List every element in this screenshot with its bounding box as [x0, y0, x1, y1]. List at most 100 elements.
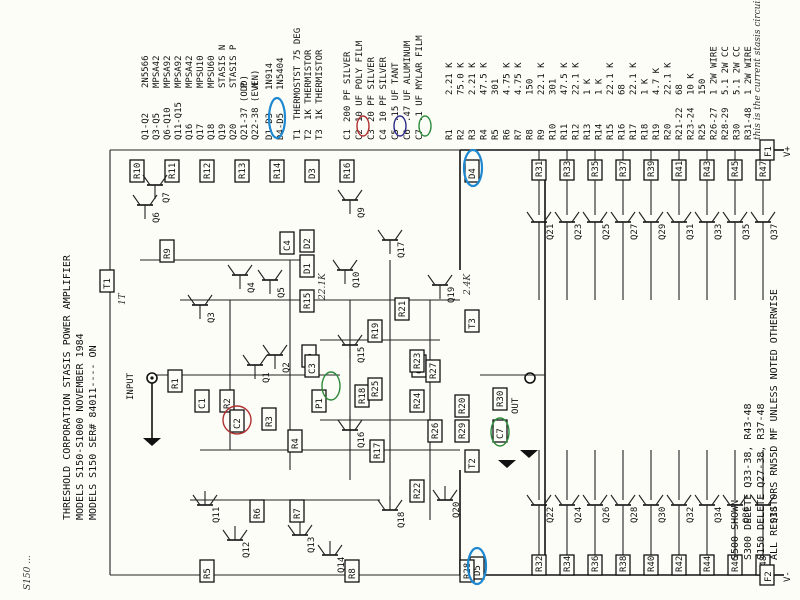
transistor-q10: Q10: [332, 259, 362, 288]
part-r8-label: R8: [348, 568, 358, 579]
transistor-q2-label: Q2: [282, 362, 292, 373]
part-r4: R4: [287, 429, 303, 453]
part-r6: R6: [249, 499, 265, 523]
res-ref-0: R1: [445, 129, 455, 140]
res-val-4: 301: [491, 79, 501, 95]
part-r26-label: R26: [431, 423, 441, 439]
diode-val-1: 1N5404: [276, 57, 286, 90]
resistor-r39: R39: [643, 159, 659, 181]
part-r17: R17: [369, 439, 385, 463]
part-r17-label: R17: [373, 443, 383, 459]
transistor-q12-label: Q12: [242, 542, 252, 558]
semis-val-1: MPSA42: [152, 55, 162, 88]
resistor-r33-label: R33: [563, 161, 573, 177]
res-val-0: 2.21 K: [445, 62, 455, 95]
cap-val-5: .47 UF ALUMINUM: [403, 40, 413, 122]
transistor-q6-label: Q6: [152, 212, 162, 223]
part-r3-label: R3: [265, 416, 275, 427]
resistor-r35-label: R35: [591, 161, 601, 177]
resistor-r31-label: R31: [535, 161, 545, 177]
parts-list: Q1-Q22N5566Q3-Q5MPSA42Q6-Q10MPSA92Q11-Q1…: [141, 28, 754, 140]
transistor-q38-label: Q38: [770, 507, 780, 523]
part-d3-label: D3: [308, 168, 318, 179]
res-val-7: 150: [526, 79, 536, 95]
resistor-r34: R34: [559, 554, 575, 576]
transistor-q19-label: Q19: [447, 287, 457, 303]
res-val-2: 2.21 K: [468, 62, 478, 95]
part-r13: R13: [234, 159, 250, 183]
part-r25: R25: [367, 377, 383, 401]
part-r20: R20: [454, 394, 470, 418]
part-r10-label: R10: [133, 163, 143, 179]
res-ref-17: R18: [641, 124, 651, 140]
output-label: OUT: [511, 397, 521, 414]
res-val-8: 22.1 K: [537, 62, 547, 95]
semis-ref-4: Q16: [185, 124, 195, 140]
diode-val-0: 1N914: [265, 63, 275, 90]
transistor-q16-label: Q16: [357, 432, 367, 448]
part-d4-label: D4: [468, 168, 478, 179]
transistor-q36: Q36: [722, 494, 752, 523]
transistor-q25-label: Q25: [602, 224, 612, 240]
part-d3: D3: [304, 159, 320, 183]
part-r22: R22: [409, 479, 425, 503]
resistor-r43-label: R43: [703, 161, 713, 177]
transistor-q4-label: Q4: [247, 282, 257, 293]
res-val-6: 4.75 K: [514, 62, 524, 95]
transistor-q23: Q23: [554, 211, 584, 240]
transistor-q11-label: Q11: [212, 507, 222, 523]
part-c3-label: C3: [308, 363, 318, 374]
note-line-4: ALL RESISTORS RN55D MF UNLESS NOTED OTHE…: [769, 289, 780, 560]
transistor-q4: Q4: [227, 264, 257, 293]
part-r10: R10: [129, 159, 145, 183]
part-t3-label: T3: [468, 318, 478, 329]
resistor-r34-label: R34: [563, 556, 573, 572]
part-r24-label: R24: [413, 393, 423, 409]
res-ref-4: R5: [491, 129, 501, 140]
resistor-r40-label: R40: [647, 556, 657, 572]
title-line-2: MODELS S150-S1000 NOVEMBER 1984: [75, 333, 86, 520]
transistor-q9-label: Q9: [357, 207, 367, 218]
transistor-q34-label: Q34: [714, 507, 724, 523]
handwritten-t1-note: 1T: [118, 292, 128, 305]
res-val-11: 22.1 K: [572, 62, 582, 95]
semis-val-0: 2N5566: [141, 55, 151, 88]
resistor-r42-label: R42: [675, 556, 685, 572]
transistor-q29: Q29: [638, 211, 668, 240]
resistor-r31: R31: [531, 159, 547, 181]
transistor-q20-label: Q20: [452, 502, 462, 518]
cap-val-6: .1 UF MYLAR FILM: [415, 35, 425, 122]
part-d1: D1: [299, 254, 315, 278]
part-r30-label: R30: [496, 391, 506, 407]
part-r14-label: R14: [273, 163, 283, 179]
semis-val-3: MPSA92: [174, 55, 184, 88]
transistor-q1: Q1: [242, 354, 272, 383]
markup-c2-circle: [222, 405, 252, 435]
transistor-q26-label: Q26: [602, 507, 612, 523]
cap-ref-3: C4: [379, 129, 389, 140]
part-r11-label: R11: [168, 163, 178, 179]
res-val-23: 1 2W WIRE: [710, 46, 720, 95]
part-r29-label: R29: [458, 423, 468, 439]
resistor-r35: R35: [587, 159, 603, 181]
res-ref-11: R12: [572, 124, 582, 140]
res-ref-20: R21-22: [675, 107, 685, 140]
resistor-r40: R40: [643, 554, 659, 576]
res-ref-5: R6: [503, 129, 513, 140]
cap-ref-2: C3: [367, 129, 377, 140]
transistor-q14: Q14: [317, 541, 347, 573]
semis-ref-10: Q22-38 (EVEN): [251, 70, 261, 140]
transistor-q30: Q30: [638, 494, 668, 523]
fuse-f2: F2 V-: [759, 564, 793, 586]
resistor-r41-label: R41: [675, 161, 685, 177]
res-val-26: 1 2W WIRE: [744, 46, 754, 95]
markup-d4-circle: [462, 148, 484, 188]
res-val-18: 4.7 K: [652, 67, 662, 95]
semis-val-7: STASIS N: [218, 45, 228, 88]
markup-c5-circle-list: [393, 115, 407, 137]
semis-ref-9: Q21-37 (ODD): [240, 75, 250, 140]
semis-ref-3: Q11-Q15: [174, 102, 184, 140]
part-c2: C2: [229, 409, 245, 433]
